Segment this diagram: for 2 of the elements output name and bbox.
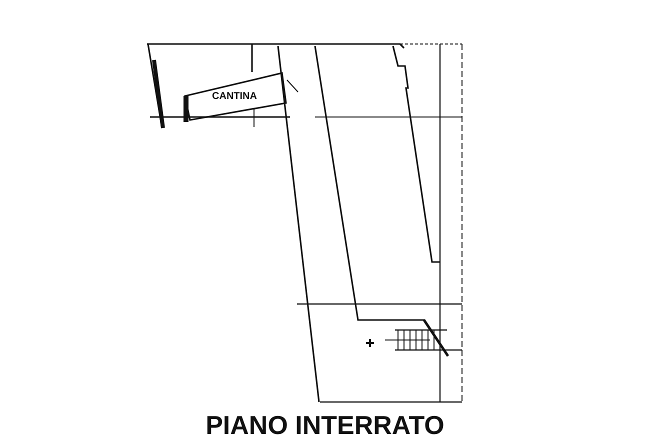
room-label: CANTINA bbox=[212, 91, 257, 102]
caption: PIANO INTERRATO bbox=[204, 410, 446, 441]
